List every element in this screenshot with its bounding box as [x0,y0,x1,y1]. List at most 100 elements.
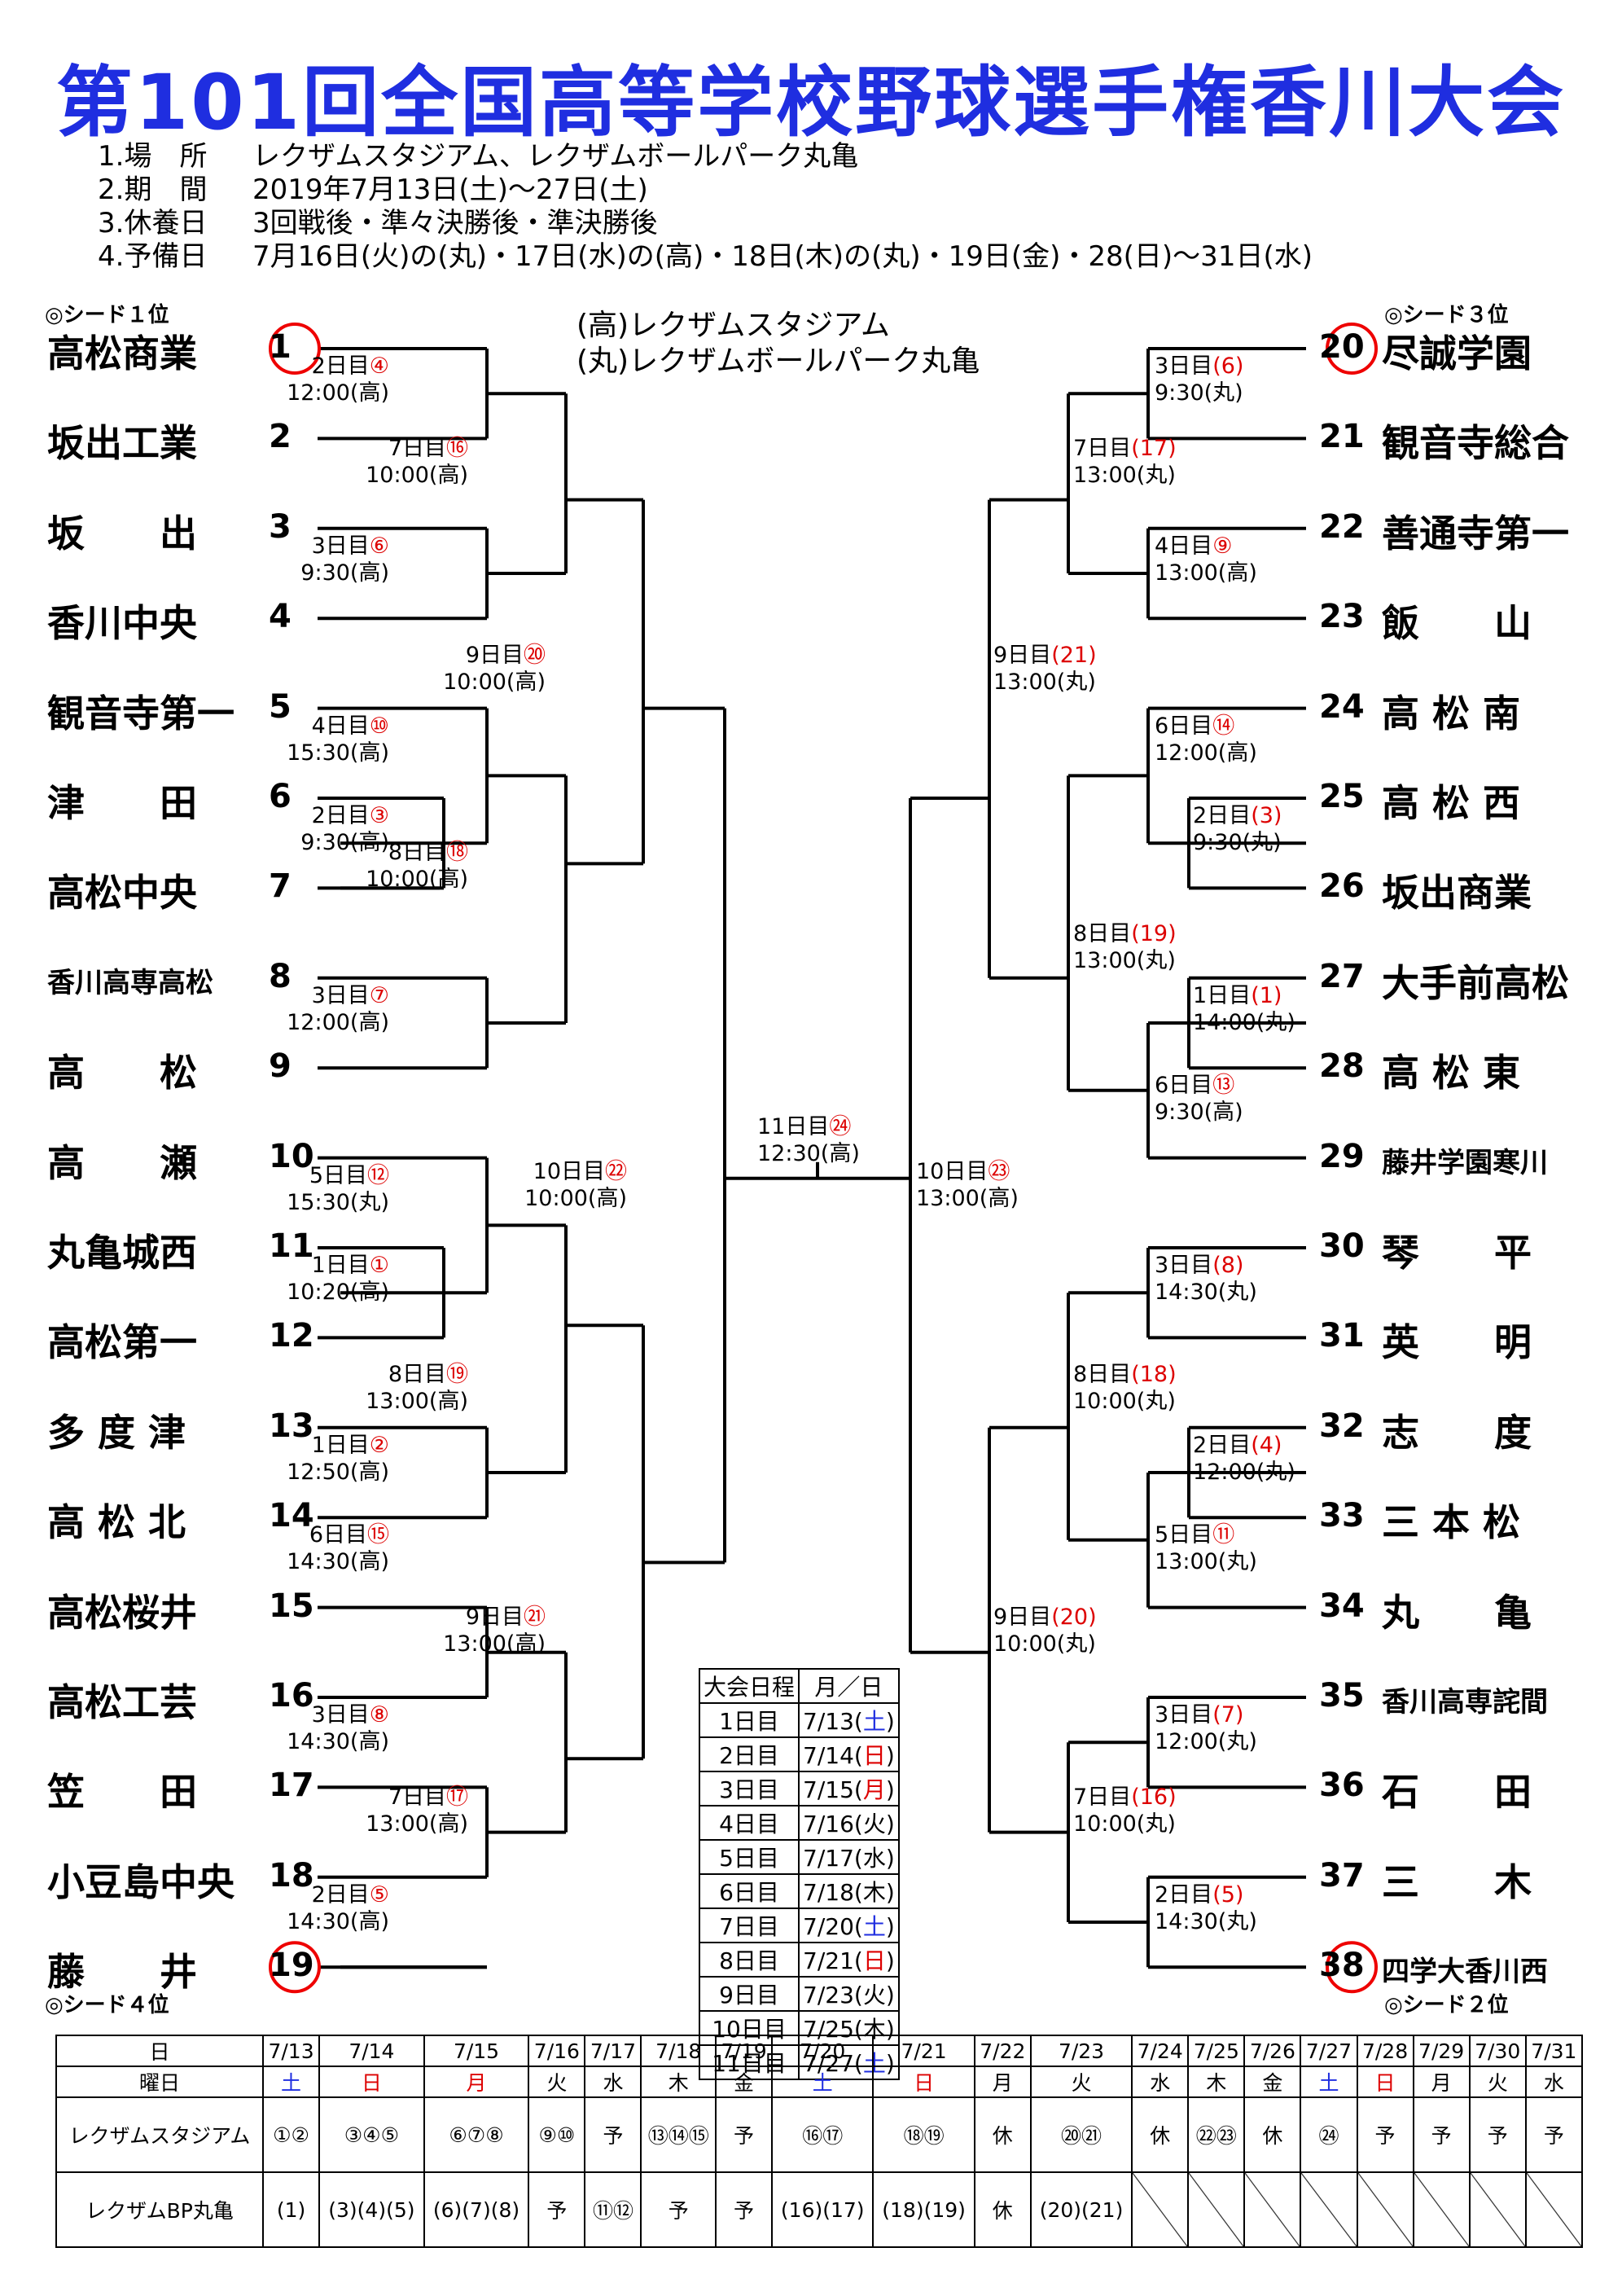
venue-legend-marugame: (丸)レクザムボールパーク丸亀 [576,345,980,378]
schedule-date: 7/21(日) [798,1942,900,1978]
team-name: 丸 亀 [1382,1590,1532,1635]
match-day-text: 2日目 [1193,803,1252,829]
schedule-date-text: 7/14( [803,1742,863,1769]
seed-circle [269,323,321,375]
calendar-cell: 土 [771,2066,875,2098]
match-day: 3日目⑦ [287,982,389,1009]
match-day-text: 3日目 [311,1702,370,1728]
seed-label-4: ◎シード４位 [45,1993,169,2017]
match-game-number: ⑫ [367,1162,389,1188]
team-name: 丸亀城西 [47,1231,197,1275]
match-time: 10:00(高) [443,669,546,695]
calendar-cell: 予 [1412,2096,1471,2173]
calendar-cell: (3)(4)(5) [318,2171,425,2248]
team-name: 英 明 [1382,1320,1532,1365]
match-time: 9:30(高) [300,560,389,586]
match-label: 2日目(3)9:30(丸) [1193,802,1282,856]
match-game-number: (20) [1051,1604,1097,1630]
match-day: 5日目⑫ [287,1162,389,1189]
match-day-text: 11日目 [757,1113,830,1139]
seed-circle [1326,323,1378,375]
match-game-number: ⑲ [446,1361,468,1387]
calendar-cell: ①② [261,2096,321,2173]
calendar-cell: 予 [640,2171,717,2248]
calendar-cell: 休 [1131,2096,1190,2173]
match-game-number: ⑭ [1212,713,1235,739]
calendar-cell: 予 [714,2171,774,2248]
schedule-date: 7/15(月) [798,1771,900,1807]
match-day: 7日目⑯ [366,435,468,462]
match-day-text: 9日目 [465,1604,524,1630]
match-day-text: 6日目 [1155,713,1213,739]
calendar-cell [1131,2171,1190,2248]
calendar-cell [1468,2171,1527,2248]
match-day-text: 3日目 [1155,353,1213,380]
team-number: 8 [269,957,292,995]
match-day: 3日目⑧ [287,1701,389,1728]
team-number: 13 [269,1407,314,1445]
team-number: 11 [269,1227,314,1265]
team-name: 高松中央 [47,871,197,915]
match-time: 13:00(高) [366,1811,468,1837]
match-label: 9日目(21)13:00(丸) [993,642,1097,696]
calendar-cell [1187,2171,1246,2248]
match-day-text: 8日目 [388,1361,446,1387]
calendar-row-label: 曜日 [55,2066,264,2098]
schedule-weekday: 水 [862,1845,886,1872]
team-number: 36 [1319,1767,1365,1805]
team-number: 1 [269,328,292,366]
schedule-header-cell: 月／日 [798,1668,900,1704]
team-name: 高 瀬 [47,1140,197,1185]
match-day: 6日目⑬ [1155,1072,1243,1099]
match-time: 10:20(高) [287,1280,389,1306]
match-label: 8日目(18)10:00(丸) [1073,1361,1177,1415]
team-number: 31 [1319,1317,1365,1355]
calendar-cell: 予 [1524,2096,1584,2173]
match-day: 2日目③ [300,802,389,829]
calendar-cell: 月 [1412,2066,1471,2098]
schedule-weekday: 月 [862,1776,886,1803]
team-name: 琴 平 [1382,1231,1532,1275]
calendar-cell: 7/23 [1029,2035,1133,2067]
team-number: 23 [1319,598,1365,636]
match-game-number: ⑯ [446,435,468,461]
calendar-cell: (6)(7)(8) [423,2171,530,2248]
schedule-date-text: 7/21( [803,1947,863,1974]
calendar-cell: 火 [1468,2066,1527,2098]
match-day-text: 6日目 [309,1522,367,1548]
calendar-cell: 予 [1468,2096,1527,2173]
match-day-text: 1日目 [1193,983,1252,1008]
calendar-cell: 予 [584,2096,642,2173]
match-day: 8日目⑲ [366,1361,468,1388]
team-number: 10 [269,1137,314,1175]
calendar-cell: 予 [528,2171,586,2248]
match-game-number: ⑩ [369,713,389,739]
calendar-cell: ⑨⑩ [528,2096,586,2173]
match-day-text: 4日目 [311,713,370,739]
team-number: 30 [1319,1227,1365,1265]
calendar-cell: 休 [973,2096,1032,2173]
calendar-cell: ⑪⑫ [584,2171,642,2248]
team-name: 小豆島中央 [47,1859,235,1904]
team-number: 2 [269,418,292,456]
schedule-date-text: 7/15( [803,1776,863,1803]
schedule-paren: ) [885,1776,895,1803]
match-time: 14:00(丸) [1193,1010,1295,1035]
schedule-paren: ) [885,1879,895,1906]
calendar-cell: 水 [1524,2066,1584,2098]
team-number: 26 [1319,867,1365,906]
